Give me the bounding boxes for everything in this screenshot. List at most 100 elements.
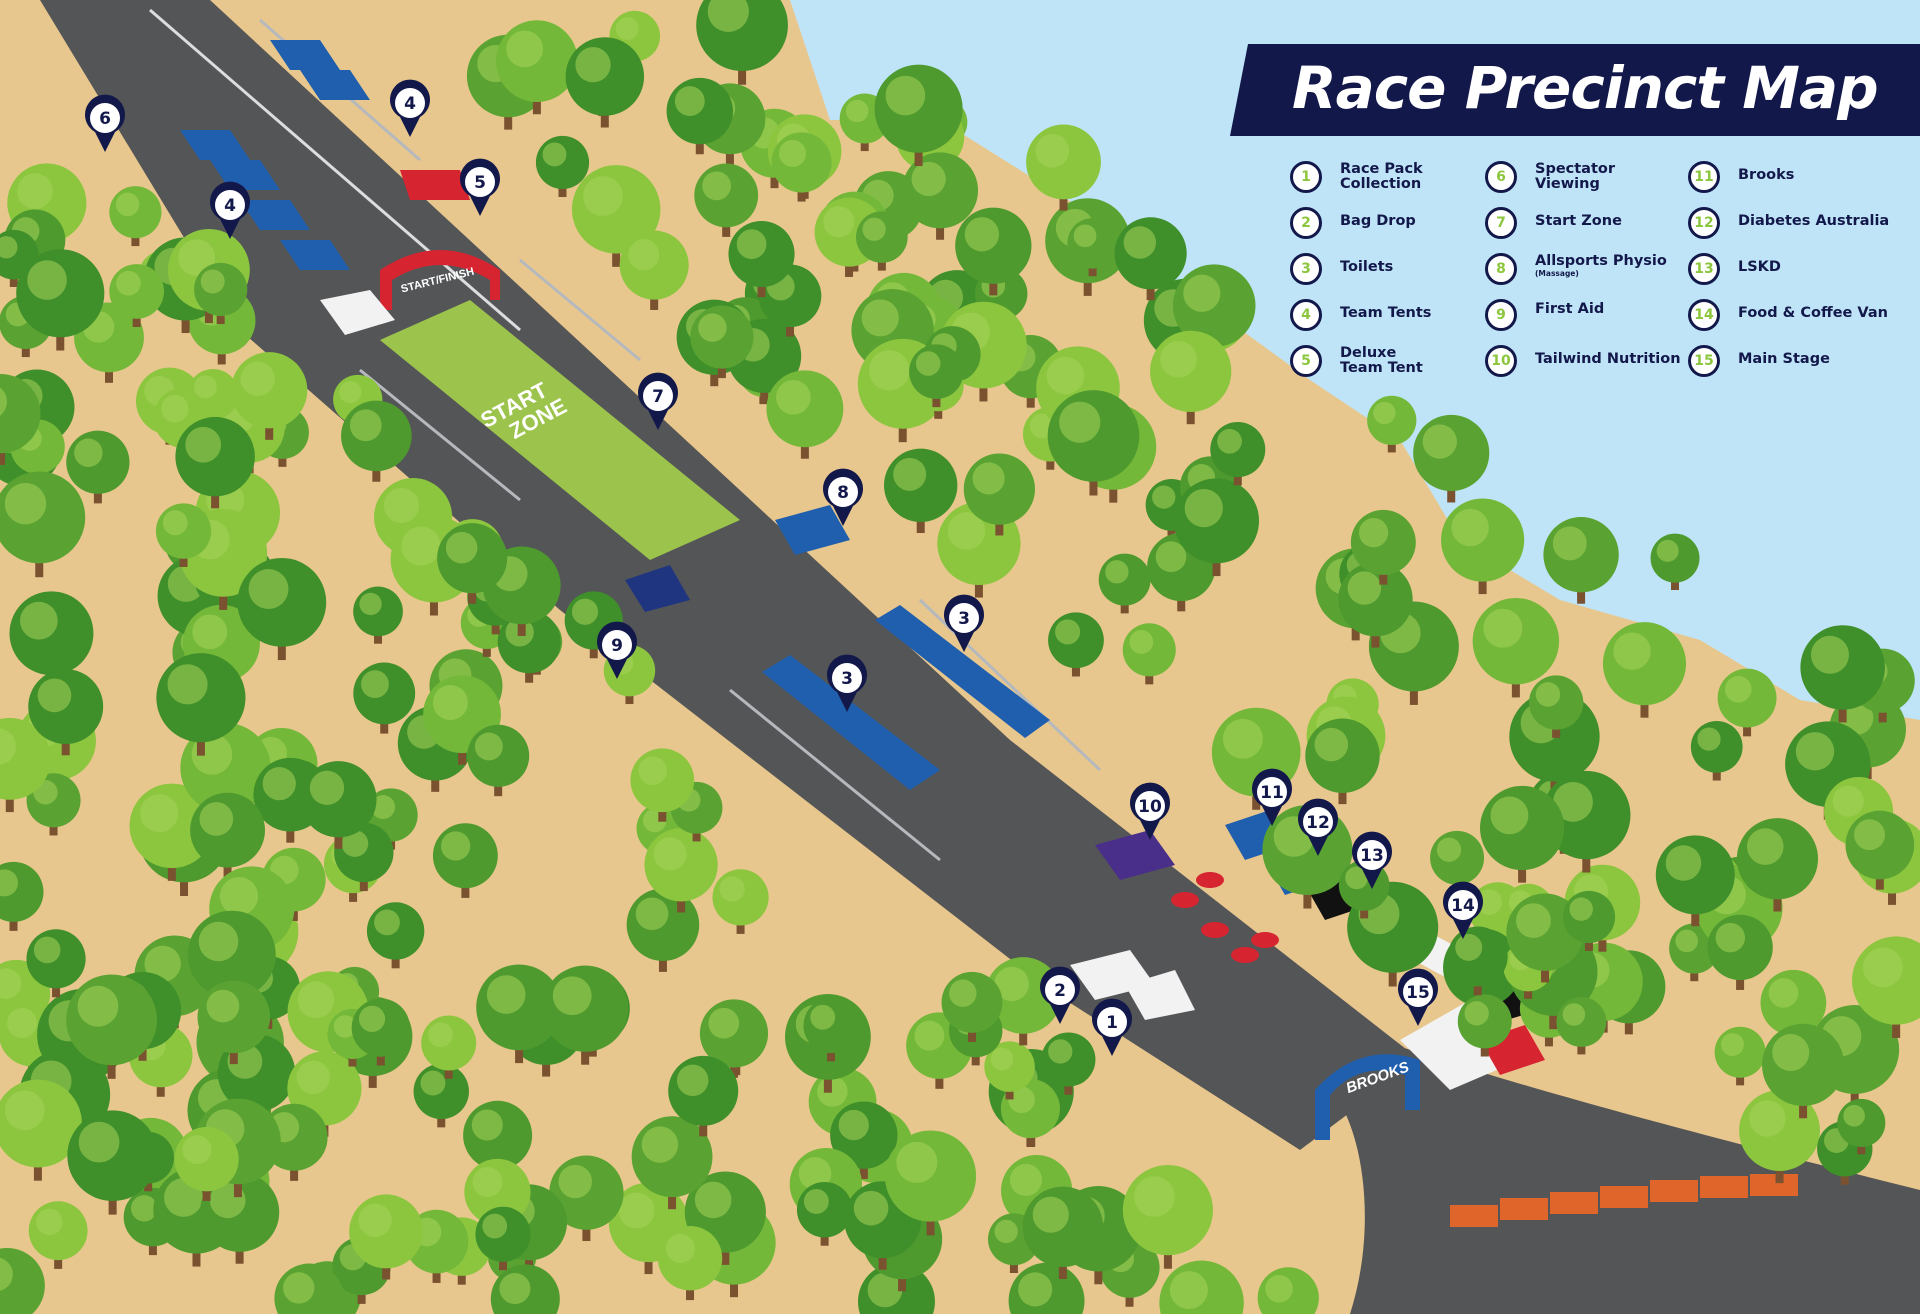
tree-highlight [1155, 541, 1187, 573]
tree-highlight [1749, 1100, 1786, 1137]
tree-highlight [1483, 608, 1523, 648]
tree-highlight [283, 1272, 315, 1304]
tree-highlight [972, 462, 1005, 495]
tree-highlight [1059, 401, 1101, 443]
tree-highlight [1613, 632, 1651, 670]
tree-highlight [707, 0, 749, 32]
map-marker-number: 6 [99, 109, 111, 129]
tree-highlight [915, 351, 941, 376]
legend-number: 4 [1290, 299, 1322, 331]
map-marker-number: 14 [1451, 896, 1475, 916]
tree-highlight [185, 426, 222, 463]
legend-number: 13 [1688, 253, 1720, 285]
tree-highlight [896, 1141, 938, 1183]
tree-highlight [206, 989, 240, 1023]
roundabout-road [1380, 1208, 1920, 1314]
tree-highlight [1169, 1271, 1208, 1310]
race-pack-tent [1125, 970, 1195, 1020]
title-banner: Race Precinct Map [1230, 44, 1920, 136]
tree-highlight [333, 1015, 357, 1038]
tree-highlight [635, 897, 669, 931]
tree-highlight [558, 1164, 592, 1199]
tree-highlight [845, 99, 869, 123]
tree-highlight [817, 1076, 848, 1107]
tree-highlight [869, 350, 910, 391]
tree-highlight [178, 239, 216, 277]
tree-highlight [575, 47, 611, 83]
tree-highlight [144, 945, 181, 982]
tree-highlight [582, 176, 623, 216]
umbrellas [1171, 872, 1279, 963]
tree-highlight [867, 1272, 903, 1308]
tree-highlight [74, 438, 103, 468]
tree-highlight [708, 1007, 740, 1039]
tree-highlight [1843, 1104, 1865, 1127]
tree-highlight [1476, 889, 1503, 915]
tree-highlight [947, 512, 986, 550]
tree-highlight [1129, 629, 1154, 654]
tree-highlight [471, 1109, 503, 1141]
legend-label-line1: Allsports Physio [1535, 253, 1667, 269]
tree-highlight [420, 1070, 446, 1096]
tree-highlight [441, 831, 471, 861]
legend-sublabel: (Massage) [1535, 269, 1579, 278]
tree-highlight [994, 966, 1029, 1002]
tree-highlight [810, 1004, 836, 1030]
legend-label: Allsports Physio(Massage) [1535, 253, 1695, 279]
tree-highlight [1046, 356, 1085, 395]
tree-highlight [1724, 675, 1752, 703]
map-marker-face [1448, 890, 1478, 920]
tree-highlight [1832, 785, 1864, 817]
title-banner-bg [1230, 44, 1920, 136]
legend-label-line1: Deluxe [1340, 345, 1397, 361]
deluxe-team-tent [400, 170, 470, 200]
tree-highlight [262, 767, 296, 801]
tree-highlight [1373, 401, 1396, 425]
tree-highlight [193, 375, 217, 399]
map-marker-number: 3 [958, 609, 970, 629]
tree-highlight [618, 1192, 655, 1229]
tree-highlight [676, 1064, 709, 1097]
tree-highlight [0, 728, 16, 765]
tree-highlight [1810, 635, 1849, 674]
tree-highlight [914, 1020, 945, 1051]
tree-highlight [803, 1188, 829, 1214]
map-marker-number: 9 [611, 636, 623, 656]
toilet-block-1 [762, 655, 940, 790]
legend-number: 2 [1290, 207, 1322, 239]
map-marker-face [1403, 977, 1433, 1007]
tree-highlight [1552, 526, 1587, 561]
tree-highlight [341, 830, 369, 857]
tree-highlight [19, 601, 58, 640]
tree-highlight [838, 1109, 869, 1141]
tree-highlight [571, 598, 599, 625]
legend-number: 11 [1688, 161, 1720, 193]
tree-highlight [1032, 1196, 1069, 1233]
tree-highlight [778, 139, 807, 167]
legend-number: 10 [1485, 345, 1517, 377]
legend-label: Food & Coffee Van [1738, 305, 1888, 321]
tree-highlight [371, 795, 396, 819]
tree-highlight [0, 1257, 13, 1291]
tree-highlight [542, 142, 567, 167]
tree-highlight [349, 409, 382, 442]
legend-label: Main Stage [1738, 351, 1830, 367]
tree-highlight [853, 1190, 889, 1226]
tree-highlight [1009, 1163, 1042, 1196]
tree-highlight [0, 387, 7, 416]
tree-highlight [1347, 571, 1382, 605]
tree-highlight [1715, 922, 1746, 953]
tree-highlight [1464, 1001, 1489, 1026]
tree-highlight [358, 1005, 386, 1033]
tree-highlight [1345, 866, 1368, 890]
tree-highlight [1018, 1272, 1053, 1307]
map-marker-number: 13 [1360, 846, 1384, 866]
tree-highlight [1675, 929, 1699, 953]
tree-highlight [1772, 1034, 1810, 1072]
map-marker-number: 4 [224, 196, 236, 216]
